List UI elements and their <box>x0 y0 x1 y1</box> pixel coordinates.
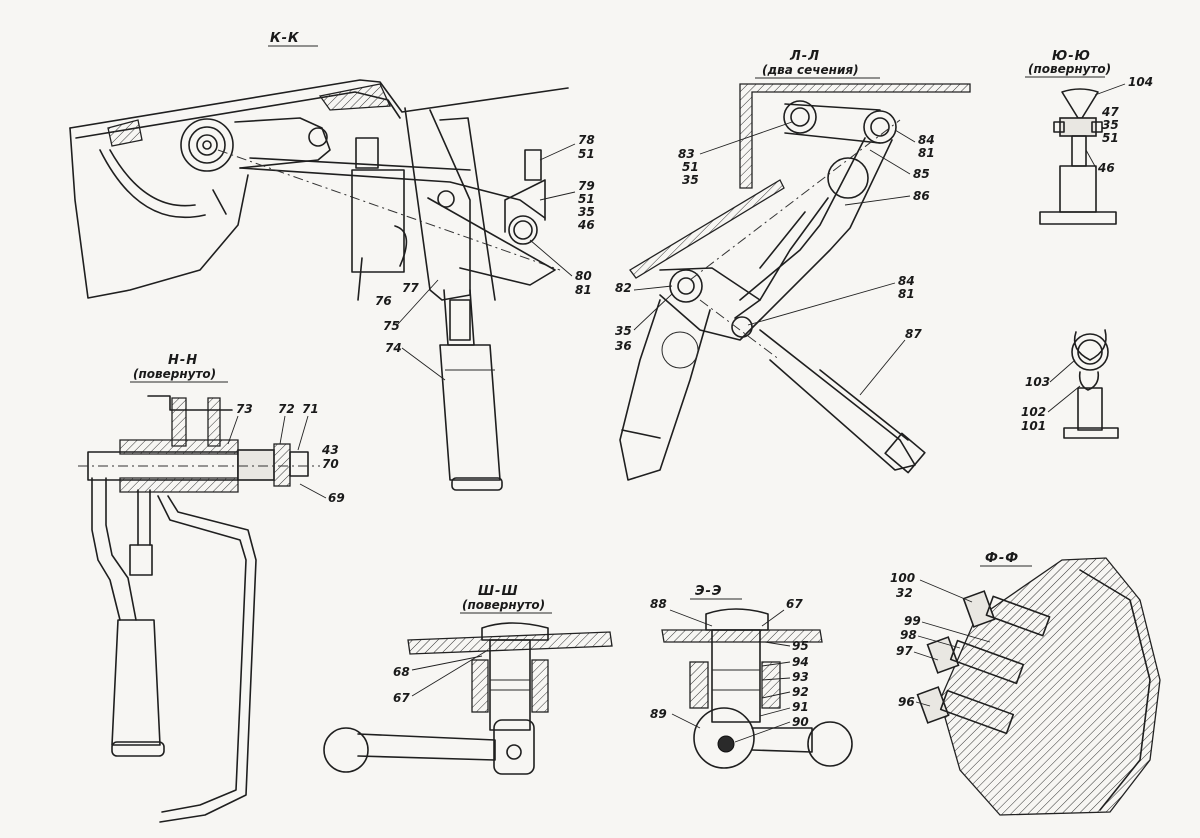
label-ll-81: 81 <box>918 146 935 160</box>
label-ll-35b: 35 <box>615 324 632 338</box>
section-ll-subtitle: (два сечения) <box>762 63 859 77</box>
label-102: 102 <box>1021 405 1046 419</box>
label-ee-92: 92 <box>792 685 809 699</box>
label-yuyu-35: 35 <box>1102 118 1119 132</box>
label-hh-73: 73 <box>236 402 253 416</box>
label-hh-69: 69 <box>328 491 345 505</box>
label-ee-94: 94 <box>792 655 809 669</box>
section-ll-title: Л-Л <box>789 49 820 64</box>
label-kk-35: 35 <box>578 205 595 219</box>
label-ll-36: 36 <box>615 339 632 353</box>
section-shsh-title: Ш-Ш <box>478 584 519 599</box>
label-ff-97: 97 <box>896 644 913 658</box>
label-101: 101 <box>1021 419 1046 433</box>
label-ee-88: 88 <box>650 597 667 611</box>
label-shsh-68: 68 <box>393 665 410 679</box>
label-yuyu-104: 104 <box>1128 75 1153 89</box>
section-ee-title: Э-Э <box>695 584 722 599</box>
label-ll-85: 85 <box>913 167 930 181</box>
label-ee-67: 67 <box>786 597 803 611</box>
section-hh-title: Н-Н <box>168 353 198 368</box>
label-kk-74: 74 <box>385 341 402 355</box>
label-ll-82: 82 <box>615 281 632 295</box>
section-yuyu: Ю-Ю (повернуто) 104 47 35 51 46 <box>1025 49 1153 225</box>
label-ff-96: 96 <box>898 695 915 709</box>
section-yuyu-title: Ю-Ю <box>1052 49 1091 64</box>
label-shsh-67: 67 <box>393 691 410 705</box>
label-ll-84b: 84 <box>898 274 915 288</box>
label-yuyu-51: 51 <box>1102 131 1119 145</box>
section-ee: Э-Э 88 67 95 94 93 92 91 90 89 <box>650 584 853 769</box>
label-ll-87: 87 <box>905 327 922 341</box>
label-ll-83: 83 <box>678 147 695 161</box>
label-103: 103 <box>1025 375 1050 389</box>
label-hh-71: 71 <box>302 402 319 416</box>
label-kk-76: 76 <box>375 294 392 308</box>
label-ff-100: 100 <box>890 571 915 585</box>
label-kk-79: 79 <box>578 179 595 193</box>
label-ee-89: 89 <box>650 707 667 721</box>
label-hh-70: 70 <box>322 457 339 471</box>
label-kk-75: 75 <box>383 319 400 333</box>
label-hh-72: 72 <box>278 402 295 416</box>
label-ee-90: 90 <box>792 715 809 729</box>
section-hh: Н-Н (повернуто) 73 72 71 43 70 69 <box>78 353 345 823</box>
label-ff-32: 32 <box>896 586 913 600</box>
label-ll-86: 86 <box>913 189 930 203</box>
section-ff: Ф-Ф 100 32 99 98 97 96 <box>890 551 1161 816</box>
label-ll-51: 51 <box>682 160 699 174</box>
label-kk-78: 78 <box>578 133 595 147</box>
label-kk-46: 46 <box>577 218 595 232</box>
label-ff-98: 98 <box>900 628 917 642</box>
section-ff-title: Ф-Ф <box>985 551 1019 566</box>
label-hh-43: 43 <box>321 443 339 457</box>
label-yuyu-47: 47 <box>1101 105 1119 119</box>
label-yuyu-46: 46 <box>1097 161 1115 175</box>
section-shsh-subtitle: (повернуто) <box>462 598 545 612</box>
label-kk-81: 81 <box>575 283 592 297</box>
label-kk-80: 80 <box>575 269 592 283</box>
label-kk-77: 77 <box>402 281 419 295</box>
detail-103: 103 102 101 <box>1021 329 1119 439</box>
label-ll-84: 84 <box>918 133 935 147</box>
label-kk-51b: 51 <box>578 192 595 206</box>
label-ll-35: 35 <box>682 173 699 187</box>
label-ee-91: 91 <box>792 700 809 714</box>
section-hh-subtitle: (повернуто) <box>133 367 216 381</box>
label-ll-81b: 81 <box>898 287 915 301</box>
section-yuyu-subtitle: (повернуто) <box>1028 62 1111 76</box>
section-shsh: Ш-Ш (повернуто) 68 67 <box>323 584 613 775</box>
label-ff-99: 99 <box>904 614 921 628</box>
section-ll: Л-Л (два сечения) 83 51 35 84 <box>615 49 971 481</box>
label-ee-95: 95 <box>792 639 809 653</box>
section-kk: К-К <box>69 31 595 491</box>
label-kk-51: 51 <box>578 147 595 161</box>
label-ee-93: 93 <box>792 670 809 684</box>
section-kk-title: К-К <box>270 31 300 46</box>
